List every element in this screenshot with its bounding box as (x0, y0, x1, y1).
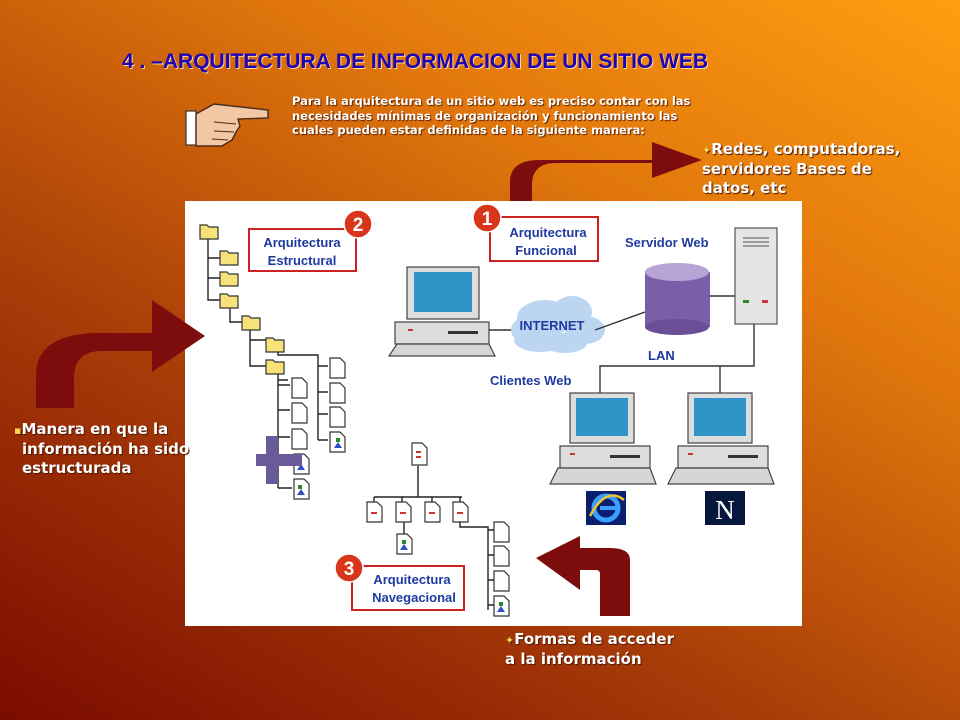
arrow-top-right (510, 142, 702, 201)
server-label: Servidor Web (625, 235, 709, 250)
computer-icon-client-1 (549, 392, 657, 485)
document-icon (493, 570, 510, 592)
lan-lines (599, 324, 755, 394)
note-top-line3: datos, etc (702, 179, 787, 197)
navigational-label-line2: Navegacional (372, 590, 456, 605)
note-bottom-line2: a la información (505, 650, 642, 668)
folder-icon (219, 250, 239, 266)
page-title: 4 . –ARQUITECTURA DE INFORMACION DE UN S… (122, 50, 709, 73)
nav-document-marks (371, 451, 505, 612)
note-navigational: ✦Formas de acceder a la información (505, 630, 735, 669)
document-icon (329, 357, 346, 379)
internet-label: INTERNET (520, 318, 585, 333)
internet-cloud-icon (511, 296, 605, 353)
document-icon (493, 545, 510, 567)
folder-icon (219, 271, 239, 287)
functional-label-box: Arquitectura Funcional 1 (472, 203, 599, 262)
note-structural: ▪Manera en que la información ha sido es… (14, 420, 214, 478)
document-icon (291, 402, 308, 424)
folder-icon (219, 293, 239, 309)
netscape-letter: N (715, 495, 735, 525)
note-left-line1: Manera en que la (21, 420, 169, 438)
structural-label-box: Arquitectura Estructural 2 (248, 209, 373, 272)
lan-label: LAN (648, 348, 675, 363)
internet-explorer-icon (586, 491, 626, 525)
plus-icon (256, 436, 302, 484)
bullet-icon: ✦ (702, 144, 712, 157)
functional-number: 1 (482, 209, 493, 230)
functional-label-line1: Arquitectura (509, 225, 587, 240)
nav-document-icons (366, 442, 510, 617)
pointing-hand-icon (185, 103, 269, 147)
computer-icon-client-2 (667, 392, 775, 485)
navigational-label-line1: Arquitectura (373, 572, 451, 587)
number-badge-2 (343, 209, 373, 239)
computer-icon-internet (387, 266, 496, 357)
note-top-line2: servidores Bases de (702, 160, 872, 178)
arrow-left (36, 300, 205, 408)
structural-label-line1: Arquitectura (263, 235, 341, 250)
document-icon (291, 428, 308, 450)
navigational-number: 3 (344, 559, 355, 580)
document-icon (329, 382, 346, 404)
bullet-icon: ✦ (505, 634, 515, 647)
document-icon (493, 521, 510, 543)
clients-label: Clientes Web (490, 373, 571, 388)
folder-icon (265, 337, 285, 353)
note-left-line3: estructurada (22, 459, 132, 477)
navigational-tree (373, 466, 494, 610)
architecture-diagram: Arquitectura Estructural 2 Arquitectura … (199, 203, 778, 617)
folder-icon (241, 315, 261, 331)
server-tower-icon (734, 227, 778, 325)
document-shape-marks (297, 438, 342, 495)
folder-icon (265, 359, 285, 375)
structural-number: 2 (353, 215, 364, 236)
number-badge-1 (472, 203, 502, 233)
folder-icon (199, 224, 219, 240)
bullet-icon: ▪ (14, 424, 22, 437)
number-badge-3 (334, 553, 364, 583)
navigational-label-box: Arquitectura Navegacional 3 (334, 553, 465, 611)
note-functional: ✦Redes, computadoras, servidores Bases d… (702, 140, 932, 198)
document-icon (291, 377, 308, 399)
intro-text: Para la arquitectura de un sitio web es … (292, 94, 691, 137)
note-left-line2: información ha sido (22, 440, 190, 458)
diagram-panel: Arquitectura Estructural 2 Arquitectura … (185, 201, 802, 626)
note-bottom-line1: Formas de acceder (514, 630, 674, 648)
functional-label-line2: Funcional (515, 243, 576, 258)
folder-icons (199, 224, 285, 375)
database-icon (645, 263, 710, 335)
document-icon (329, 406, 346, 428)
structural-label-line2: Estructural (268, 253, 337, 268)
netscape-icon: N (705, 491, 745, 525)
note-top-line1: Redes, computadoras, (711, 140, 901, 158)
document-icon (411, 442, 428, 466)
